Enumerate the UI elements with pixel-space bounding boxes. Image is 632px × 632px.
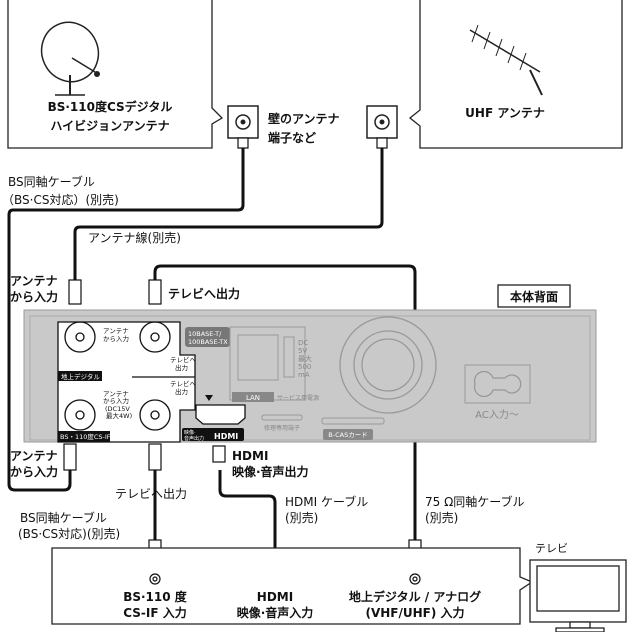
hdmi-cable [218, 470, 277, 555]
panel-ant-in-bs-4: 最大4W) [106, 411, 132, 420]
bs-antenna-label-2: ハイビジョンアンテナ [50, 118, 169, 133]
tv-input-hdmi-2: 映像·音声入力 [237, 605, 314, 620]
ac-inlet [464, 364, 531, 404]
panel-terrestrial-tag: 地上デジタル [61, 372, 100, 381]
tv-out-bs-jack [139, 399, 171, 431]
bs-cable-top [7, 145, 245, 492]
repair-port-label: 修理専用端子 [264, 424, 300, 432]
antenna-cable-label: アンテナ線(別売) [88, 230, 181, 245]
panel-ant-in-bs-1: アンテナ [103, 390, 129, 398]
hdmi-cable-label-2: (別売) [285, 510, 318, 525]
hdmi-cable-label-1: HDMI ケーブル [285, 494, 368, 509]
wall-socket-uhf [366, 105, 398, 139]
panel-ant-in-bs-3: (DC15V [105, 405, 130, 413]
tv-input-box: BS·110 度 CS-IF 入力 HDMI 映像·音声入力 地上デジタル / … [51, 547, 534, 625]
tv-input-bs-2: CS-IF 入力 [123, 605, 187, 620]
hdmi-tag-2: 音声出力 [184, 435, 204, 442]
hdmi-plug-icon [212, 445, 226, 463]
hdmi-port [195, 404, 246, 425]
panel-tv-out2-2: 出力 [175, 387, 188, 396]
usb-port [283, 336, 295, 378]
antenna-in-bottom-2: から入力 [10, 464, 58, 479]
fan-icon [339, 316, 437, 414]
uhf-antenna-label: UHF アンテナ [465, 106, 545, 120]
usb-spec-4: 500 [298, 363, 311, 371]
panel-bs-tag: BS・110度CS-IF [60, 432, 111, 441]
lan-spec-1: 10BASE-T/ [188, 330, 222, 338]
wall-socket-bs [227, 105, 259, 139]
hdmi-out-label-2: 映像·音声出力 [232, 464, 309, 479]
tv-input-hdmi-1: HDMI [257, 590, 293, 604]
lan-port [237, 334, 279, 381]
antenna-in-top-2: から入力 [10, 289, 58, 304]
hdmi-tag-1: 映像· [184, 429, 196, 436]
bs-cable-bottom-label-2: (BS·CS対応)(別売) [18, 526, 120, 541]
coax-cable-label-1: 75 Ω同軸ケーブル [425, 494, 525, 509]
usb-spec-1: DC [298, 339, 308, 347]
bcas-label: B-CASカード [328, 431, 367, 439]
bs-cable-top-label-1: BS同軸ケーブル [8, 174, 95, 189]
tv-input-terrestrial-1: 地上デジタル / アナログ [349, 589, 481, 604]
device-title: 本体背面 [510, 289, 558, 304]
antenna-in-top-1: アンテナ [10, 274, 58, 288]
tv-out-terrestrial-jack [139, 321, 171, 353]
panel-ant-in-2: から入力 [103, 334, 129, 343]
hdmi-out-label-1: HDMI [232, 449, 268, 463]
antenna-in-terrestrial-jack [64, 321, 96, 353]
service-power-tag: サービス用電源 [277, 394, 319, 402]
coax-cable-label-2: (別売) [425, 510, 458, 525]
usb-spec-2: 5V [298, 347, 307, 355]
panel-ant-in-bs-2: から入力 [103, 396, 129, 405]
bs-antenna-label-1: BS·110度CSデジタル [48, 99, 173, 114]
plug-icon [68, 279, 82, 305]
coax-75-cable [153, 264, 417, 575]
uhf-antenna-icon [469, 24, 543, 96]
satellite-dish-icon [40, 21, 100, 96]
tv-input-bs-1: BS·110 度 [123, 589, 188, 604]
bcas-slot [321, 417, 385, 425]
tv-out-top: テレビへ出力 [168, 286, 240, 301]
bs-cable-bottom-label-1: BS同軸ケーブル [20, 510, 107, 525]
plug-icon [148, 279, 162, 305]
tv-out-bottom: テレビへ出力 [115, 487, 187, 501]
tv-input-terrestrial-2: (VHF/UHF) 入力 [365, 605, 464, 620]
cables [7, 145, 417, 575]
tv-icon [529, 559, 627, 632]
ac-input-label: AC入力～ [475, 408, 519, 421]
wall-socket-label-1: 壁のアンテナ [268, 111, 340, 126]
panel-tv-out2-1: テレビへ [170, 379, 197, 388]
lan-tag: LAN [246, 394, 260, 402]
device-rear-panel: 本体背面 アンテナ から入力 テレビへ 出力 地上デジタル テレビへ 出力 アン… [23, 284, 597, 443]
lan-spec-2: 100BASE-TX [188, 338, 228, 346]
uhf-antenna-box: UHF アンテナ [408, 0, 623, 149]
panel-tv-out1-1: テレビへ [170, 355, 197, 364]
plug-icon [237, 137, 249, 149]
panel-tv-out1-2: 出力 [175, 363, 188, 372]
panel-ant-in-1: アンテナ [103, 327, 129, 335]
hdmi-logo: HDMI [214, 432, 238, 441]
tv-label: テレビ [535, 542, 568, 555]
bs-cable-top-label-2: （BS·CS対応）(別売) [2, 192, 119, 207]
usb-spec-5: mA [298, 371, 310, 379]
bs-antenna-box: BS·110度CSデジタル ハイビジョンアンテナ [7, 0, 224, 149]
plug-icon [376, 137, 388, 149]
antenna-in-bottom-1: アンテナ [10, 449, 58, 463]
antenna-in-bs-jack [64, 399, 96, 431]
antenna-cable [73, 145, 384, 280]
plug-icon [63, 443, 77, 471]
plug-icon [148, 443, 162, 471]
usb-spec-3: 最大 [298, 354, 312, 363]
wall-socket-label-2: 端子など [268, 130, 316, 145]
